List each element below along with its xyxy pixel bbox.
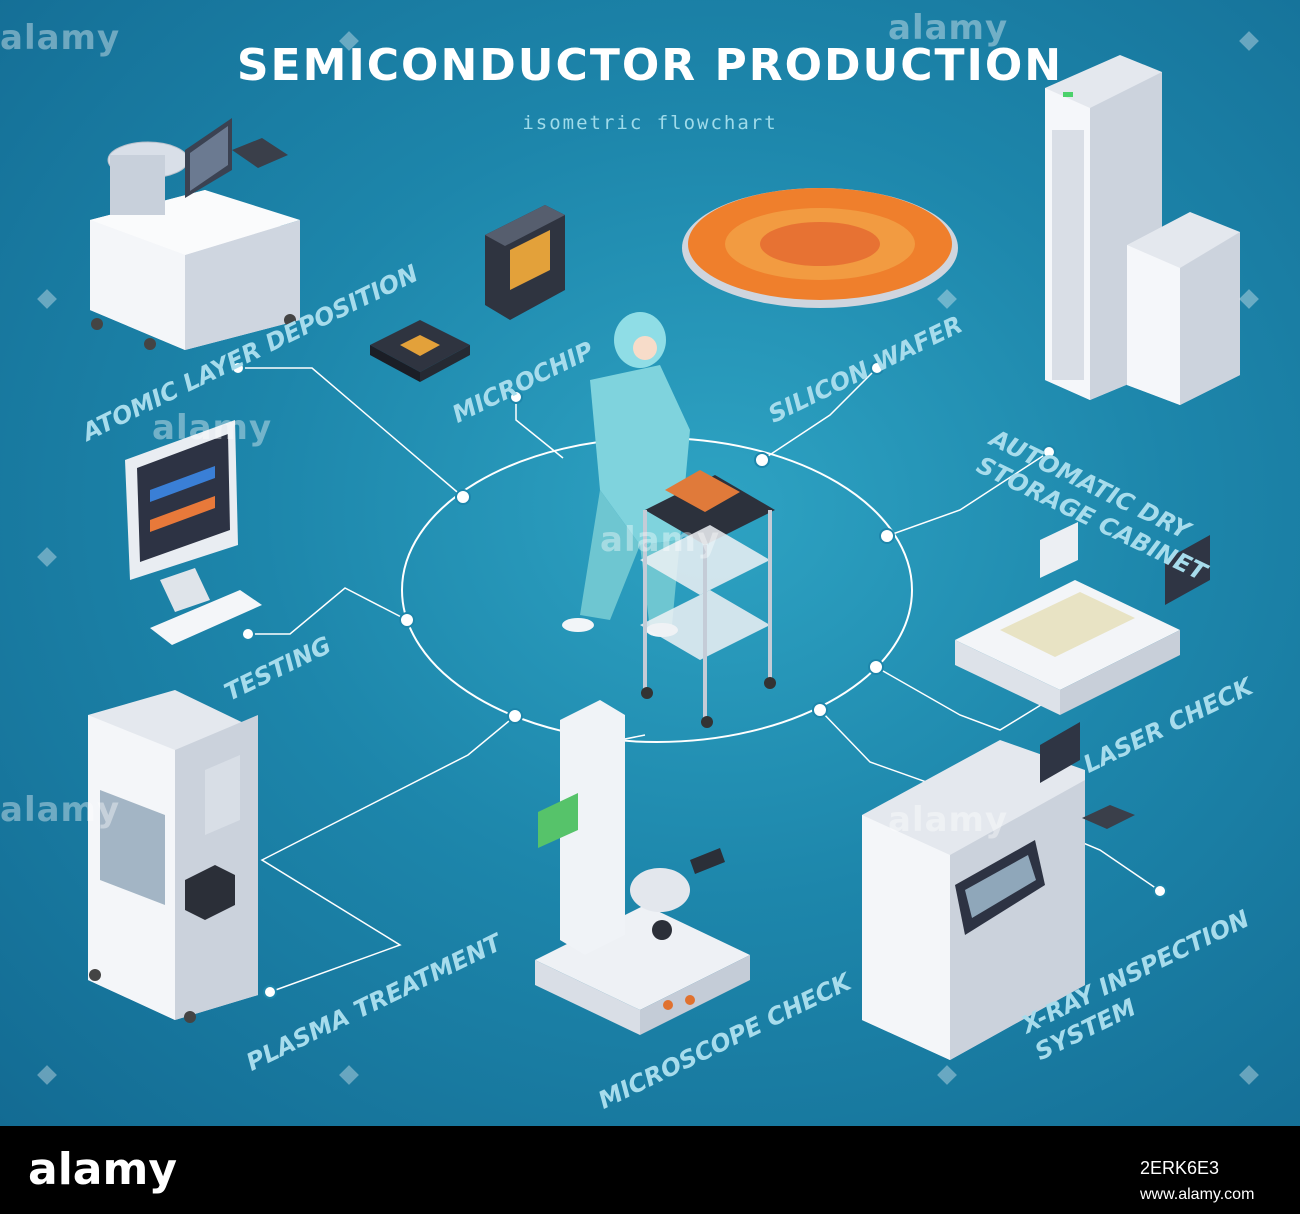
dot-testing	[241, 627, 255, 641]
microchip-icon	[370, 205, 565, 382]
dot-ring-atomic-layer	[455, 489, 471, 505]
junction-dots	[231, 361, 1167, 999]
watermark-text: alamy	[0, 790, 121, 830]
connector-microchip	[515, 397, 564, 459]
connector-laser	[875, 666, 1050, 731]
page-subtitle: isometric flowchart	[522, 112, 778, 134]
connector-storage-cabinet	[886, 451, 1050, 537]
dot-ring-testing	[399, 612, 415, 628]
dot-ring-laser	[868, 659, 884, 675]
xray-inspection-machine-icon	[862, 722, 1135, 1060]
dot-silicon-wafer	[870, 361, 884, 375]
testing-computer-icon	[125, 420, 262, 645]
connector-testing	[248, 587, 408, 635]
dot-plasma	[263, 985, 277, 999]
dot-microchip	[509, 390, 523, 404]
watermark-text: alamy	[600, 520, 721, 560]
footer-image-id: 2ERK6E3	[1140, 1158, 1220, 1178]
microscope-icon	[535, 700, 750, 1035]
watermark-text: alamy	[0, 18, 121, 58]
watermark-text: alamy	[888, 8, 1009, 48]
dot-ring-microscope	[812, 702, 828, 718]
wafer-cart-icon	[640, 470, 776, 728]
silicon-wafer-icon	[682, 188, 958, 308]
laser-check-machine-icon	[955, 522, 1210, 715]
storage-cabinet-icon	[1045, 55, 1240, 405]
dot-ring-plasma	[507, 708, 523, 724]
connector-plasma	[260, 715, 516, 993]
footer-logo: alamy	[28, 1144, 177, 1195]
dot-xray	[1153, 884, 1167, 898]
dot-ring-silicon-wafer	[754, 452, 770, 468]
plasma-treatment-machine-icon	[88, 690, 258, 1023]
connector-atomic-layer	[238, 367, 464, 498]
dot-storage-cabinet	[1042, 445, 1056, 459]
stock-footer: alamy 2ERK6E3 www.alamy.com	[0, 1126, 1300, 1214]
atomic-layer-deposition-machine-icon	[90, 118, 300, 350]
page-title: SEMICONDUCTOR PRODUCTION	[236, 40, 1064, 91]
dot-ring-storage-cabinet	[879, 528, 895, 544]
connector-silicon-wafer	[761, 367, 878, 461]
flowchart-diagram	[88, 55, 1240, 1060]
flowchart-canvas: alamy alamy alamy alamy alamy alamy SEMI…	[0, 0, 1300, 1126]
dot-atomic-layer	[231, 361, 245, 375]
footer-url: www.alamy.com	[1140, 1186, 1255, 1203]
watermark-text: alamy	[152, 408, 273, 448]
watermark-text: alamy	[888, 800, 1009, 840]
